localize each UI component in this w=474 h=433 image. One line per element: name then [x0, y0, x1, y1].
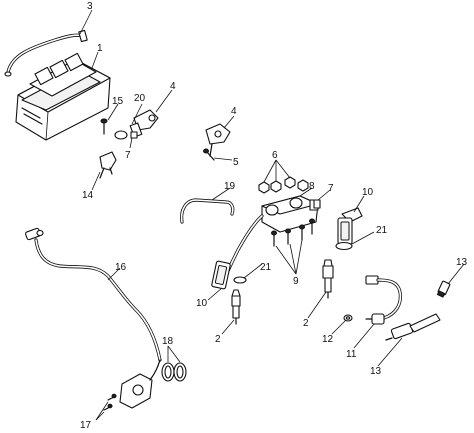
- wiring-harness-16: [25, 227, 162, 362]
- washer-12: [343, 314, 353, 322]
- seal-7-left: [130, 131, 138, 139]
- callout-6: 6: [272, 150, 278, 161]
- spark-plug-2-left: [231, 289, 241, 325]
- studs-9: [271, 218, 315, 247]
- callout-13-lower: 13: [370, 366, 382, 377]
- callout-3: 3: [87, 1, 93, 12]
- seal-21-right: [335, 241, 353, 251]
- pipe-19: [180, 198, 235, 224]
- callout-2-left: 2: [215, 334, 221, 345]
- callout-13-upper: 13: [456, 257, 468, 268]
- callout-11: 11: [346, 349, 357, 360]
- ecu-connector-block: [34, 52, 84, 86]
- nuts-6: [258, 176, 309, 194]
- sensor-14: [99, 151, 117, 179]
- callout-17: 17: [80, 420, 92, 431]
- callout-18: 18: [162, 336, 174, 347]
- callout-labels: 3 1 15 20 4 7 14 4 5 6 8 7 19 9 10 21 16…: [80, 1, 468, 431]
- callout-4-upper: 4: [170, 81, 176, 92]
- callout-5: 5: [233, 157, 239, 168]
- callout-12: 12: [322, 334, 334, 345]
- breather-hose: [4, 29, 88, 77]
- callout-15: 15: [112, 96, 124, 107]
- callout-8: 8: [309, 181, 315, 192]
- callout-7-left: 7: [125, 150, 131, 161]
- leader-lines: [79, 9, 465, 421]
- callout-19: 19: [224, 181, 236, 192]
- callout-21-right: 21: [376, 225, 388, 236]
- o-ring-20: [114, 130, 128, 140]
- sensor-4-upper: [129, 109, 159, 138]
- callout-2-right: 2: [303, 318, 309, 329]
- ecu-housing: [15, 52, 111, 141]
- callout-21-left: 21: [260, 262, 272, 273]
- bolt-15: [100, 118, 108, 135]
- bolt-5: [203, 148, 215, 161]
- ignition-coil-8: [261, 195, 319, 233]
- callout-14: 14: [82, 190, 94, 201]
- o-rings-18: [161, 362, 187, 382]
- callout-7-right: 7: [328, 183, 334, 194]
- callout-16: 16: [115, 262, 127, 273]
- seal-21-left: [233, 276, 247, 284]
- bracket-sensor-17: [103, 359, 161, 411]
- callout-1: 1: [97, 43, 103, 54]
- callout-10-left: 10: [196, 298, 208, 309]
- callout-9: 9: [293, 276, 299, 287]
- lambda-sensor-11: [365, 275, 402, 325]
- cap-7-right: [313, 199, 321, 209]
- callout-10-right: 10: [362, 187, 374, 198]
- plug-cap-10-right: [337, 207, 363, 245]
- sensor-4-middle: [205, 123, 231, 157]
- callout-4-middle: 4: [231, 106, 237, 117]
- sensor-13-lower: [385, 313, 441, 341]
- ht-lead-10-left: [211, 214, 264, 290]
- spark-plug-2-right: [322, 259, 334, 299]
- sensor-13-upper: [436, 280, 451, 298]
- callout-20: 20: [134, 93, 146, 104]
